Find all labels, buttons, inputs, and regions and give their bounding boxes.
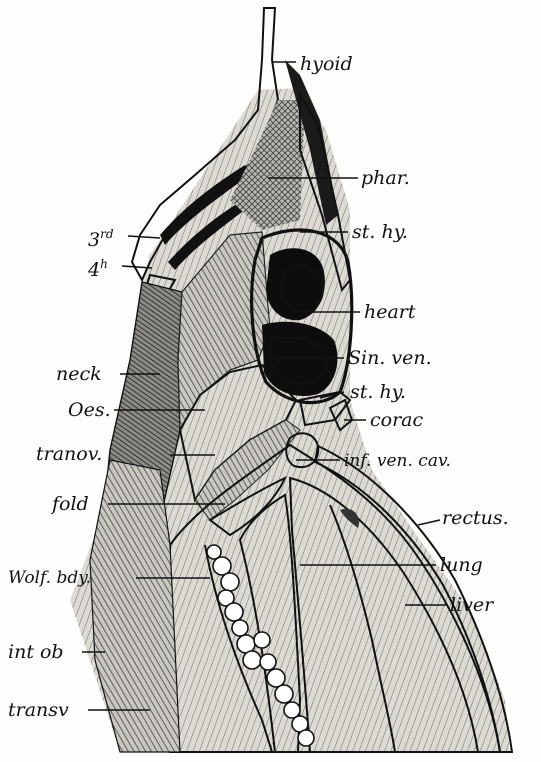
- label-sternohyoid-bottom: st. hy.: [350, 381, 406, 403]
- label-inferior-vena-cava: inf. ven. cav.: [344, 451, 451, 471]
- label-hyoid: hyoid: [300, 53, 353, 75]
- label-fold: fold: [50, 493, 89, 515]
- label-third: 3rd: [88, 227, 114, 251]
- label-coracoid: corac: [370, 409, 423, 431]
- label-oesophagus: Oes.: [68, 399, 111, 421]
- label-transversus: transv: [8, 699, 69, 721]
- label-heart: heart: [364, 301, 416, 323]
- label-wolffian-body: Wolf. bdy.: [8, 568, 91, 588]
- label-sternohyoid-top: st. hy.: [352, 221, 408, 243]
- label-pharynx: phar.: [361, 167, 410, 189]
- label-fourth: 4h: [87, 257, 108, 281]
- label-sinus-venosus: Sin. ven.: [348, 347, 432, 369]
- label-neck: neck: [56, 363, 102, 385]
- label-rectus: rectus.: [442, 507, 509, 529]
- label-internal-oblique: int ob: [8, 641, 64, 663]
- label-lung: lung: [440, 554, 483, 576]
- label-tranov: tranov.: [36, 443, 102, 465]
- label-liver: liver: [450, 594, 495, 616]
